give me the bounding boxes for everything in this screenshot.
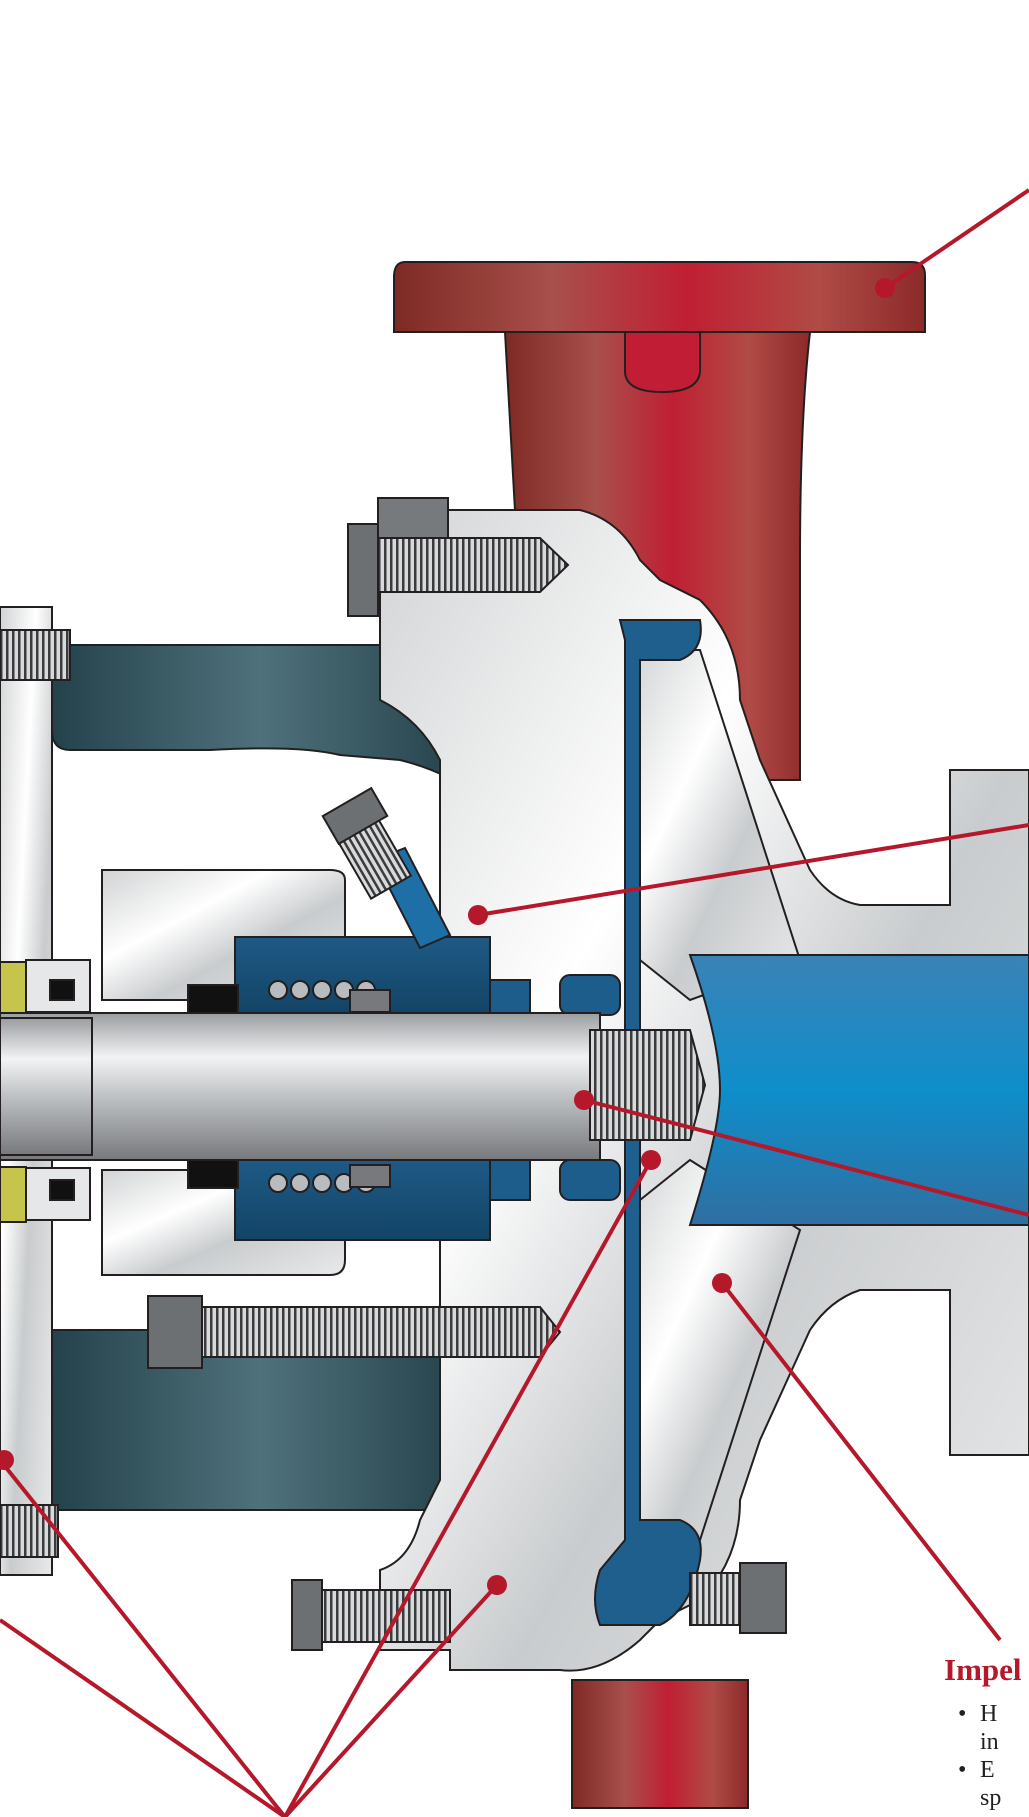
impeller <box>594 619 1029 1626</box>
flush-port <box>321 786 452 950</box>
bullet-item: E sp <box>958 1756 1029 1812</box>
mechanical-seal <box>187 936 621 1241</box>
bullet-line-1: H <box>980 1701 998 1727</box>
bullet-line-2: sp <box>980 1785 1002 1811</box>
bullet-line-1: E <box>980 1757 995 1783</box>
bullet-item: H in <box>958 1700 1029 1756</box>
callout-dots <box>0 278 895 1595</box>
bullet-line-2: in <box>980 1729 999 1755</box>
callout-leaders <box>0 188 1029 1817</box>
shaft <box>0 1012 707 1161</box>
impeller-bullet-list: H in E sp <box>958 1700 1029 1812</box>
impeller-callout-title: Impel <box>944 1652 1022 1687</box>
bearing <box>0 959 91 1223</box>
